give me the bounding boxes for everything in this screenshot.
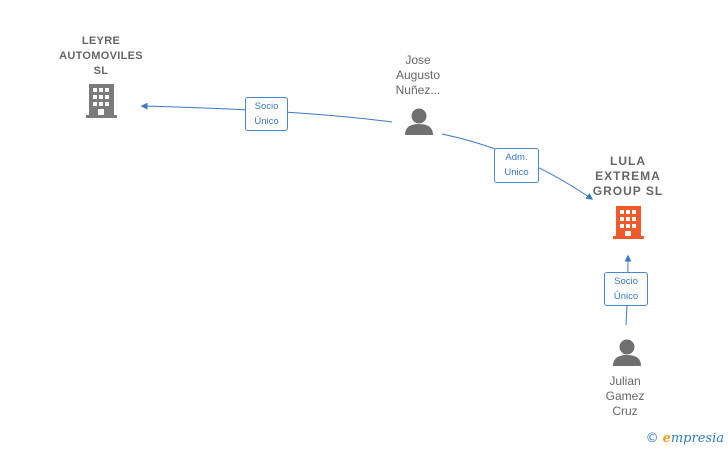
node-label-julian-gamez[interactable]: Julian Gamez Cruz xyxy=(605,374,645,418)
empresia-watermark: ©empresia xyxy=(646,431,724,446)
person-icon[interactable] xyxy=(613,339,641,367)
edge-label-adm-unico: Adm. Unico xyxy=(494,148,539,183)
person-icon[interactable] xyxy=(405,108,433,136)
building-icon[interactable] xyxy=(613,206,644,239)
node-label-jose-augusto[interactable]: Jose Augusto Nuñez... xyxy=(395,53,441,97)
edge-label-socio-unico: Socio Único xyxy=(245,97,288,131)
building-icon[interactable] xyxy=(86,84,117,118)
brand-initial: e xyxy=(662,431,671,446)
brand-name: mpresia xyxy=(670,431,724,446)
node-label-lula-extrema-group[interactable]: LULA EXTREMA GROUP SL xyxy=(592,154,664,198)
copyright-icon: © xyxy=(645,431,659,446)
node-label-leyre-automoviles[interactable]: LEYRE AUTOMOVILES SL xyxy=(59,35,143,77)
edge-label-socio-unico-julian: Socio Único xyxy=(604,272,648,306)
